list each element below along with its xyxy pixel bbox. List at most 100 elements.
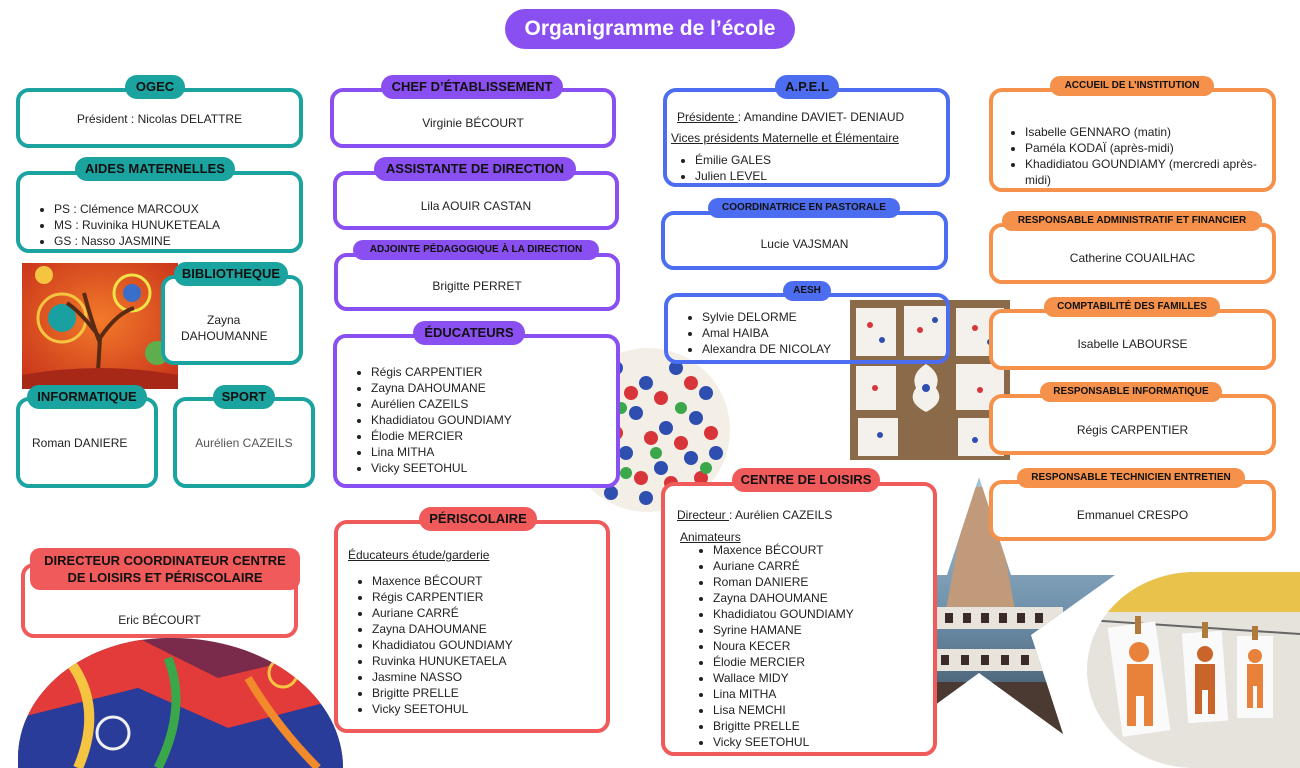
bibliotheque-header: BIBLIOTHEQUE bbox=[174, 262, 288, 286]
adjointe-pedagogique-name: Brigitte PERRET bbox=[432, 279, 522, 293]
periscolaire-list: Maxence BÉCOURT Régis CARPENTIER Auriane… bbox=[338, 573, 606, 717]
list-item: Amal HAIBA bbox=[702, 325, 946, 341]
list-item: Régis CARPENTIER bbox=[371, 364, 616, 380]
list-item: Noura KECER bbox=[713, 638, 933, 654]
adjointe-pedagogique-header: ADJOINTE PÉDAGOGIQUE À LA DIRECTION bbox=[353, 240, 599, 260]
list-item: MS : Ruvinika HUNUKETEALA bbox=[54, 217, 299, 233]
list-item: PS : Clémence MARCOUX bbox=[54, 201, 299, 217]
resp-admin-name: Catherine COUAILHAC bbox=[1069, 251, 1196, 265]
informatique-header: INFORMATIQUE bbox=[27, 385, 147, 409]
aides-maternelles-header: AIDES MATERNELLES bbox=[75, 157, 235, 181]
adjointe-pedagogique-box: Brigitte PERRET bbox=[334, 253, 620, 311]
coordinatrice-box: Lucie VAJSMAN bbox=[661, 211, 948, 270]
resp-admin-box: Catherine COUAILHAC bbox=[989, 223, 1276, 284]
page-title: Organigramme de l’école bbox=[505, 9, 795, 49]
list-item: Vicky SEETOHUL bbox=[371, 460, 616, 476]
coordinatrice-name: Lucie VAJSMAN bbox=[760, 237, 849, 251]
list-item: Zayna DAHOUMANE bbox=[372, 621, 606, 637]
list-item: Auriane CARRÉ bbox=[713, 558, 933, 574]
apel-vices-label: Vices présidents Maternelle et Élémentai… bbox=[671, 131, 899, 145]
chef-etablissement-name: Virginie BÉCOURT bbox=[422, 116, 524, 130]
centre-animateurs-list: Maxence BÉCOURT Auriane CARRÉ Roman DANI… bbox=[665, 542, 933, 750]
list-item: Lina MITHA bbox=[713, 686, 933, 702]
centre-loisirs-header: CENTRE DE LOISIRS bbox=[732, 468, 880, 492]
list-item: Émilie GALES bbox=[695, 152, 946, 168]
informatique-box: Roman DANIERE bbox=[16, 397, 158, 488]
apel-presidente-label: Présidente bbox=[677, 110, 738, 124]
directeur-centre-header-line1: DIRECTEUR COORDINATEUR CENTRE bbox=[44, 553, 286, 568]
aesh-header: AESH bbox=[783, 281, 831, 301]
list-item: Khadidiatou GOUNDIAMY (mercredi après-mi… bbox=[1025, 156, 1258, 188]
list-item: Wallace MIDY bbox=[713, 670, 933, 686]
list-item: Khadidiatou GOUNDIAMY bbox=[713, 606, 933, 622]
directeur-centre-name: Eric BÉCOURT bbox=[118, 613, 201, 627]
list-item: Maxence BÉCOURT bbox=[372, 573, 606, 589]
list-item: Zayna DAHOUMANE bbox=[713, 590, 933, 606]
apel-vices-list: Émilie GALES Julien LEVEL bbox=[667, 152, 946, 184]
list-item: Alexandra DE NICOLAY bbox=[702, 341, 946, 357]
periscolaire-box: Éducateurs étude/garderie Maxence BÉCOUR… bbox=[334, 520, 610, 733]
resp-tech-header: RESPONSABLE TECHNICIEN ENTRETIEN bbox=[1017, 468, 1245, 488]
list-item: Aurélien CAZEILS bbox=[371, 396, 616, 412]
resp-tech-box: Emmanuel CRESPO bbox=[989, 480, 1276, 541]
list-item: GS : Nasso JASMINE bbox=[54, 233, 299, 249]
list-item: Sylvie DELORME bbox=[702, 309, 946, 325]
list-item: Khadidiatou GOUNDIAMY bbox=[371, 412, 616, 428]
informatique-name: Roman DANIERE bbox=[32, 436, 128, 450]
apel-box: Présidente : Amandine DAVIET- DENIAUD Vi… bbox=[663, 88, 950, 187]
list-item: Syrine HAMANE bbox=[713, 622, 933, 638]
centre-animateurs-label: Animateurs bbox=[680, 530, 741, 544]
resp-tech-name: Emmanuel CRESPO bbox=[1076, 508, 1189, 522]
chef-etablissement-header: CHEF D’ÉTABLISSEMENT bbox=[381, 75, 563, 99]
centre-directeur: Directeur : Aurélien CAZEILS bbox=[677, 508, 933, 522]
ogec-president: Président : Nicolas DELATTRE bbox=[76, 112, 243, 126]
list-item: Lisa NEMCHI bbox=[713, 702, 933, 718]
list-item: Khadidiatou GOUNDIAMY bbox=[372, 637, 606, 653]
list-item: Vicky SEETOHUL bbox=[713, 734, 933, 750]
list-item: Auriane CARRÉ bbox=[372, 605, 606, 621]
accueil-header: ACCUEIL DE L’INSTITUTION bbox=[1050, 76, 1214, 96]
resp-info-box: Régis CARPENTIER bbox=[989, 394, 1276, 455]
list-item: Lina MITHA bbox=[371, 444, 616, 460]
accueil-list: Isabelle GENNARO (matin) Paméla KODAÏ (a… bbox=[993, 124, 1272, 188]
ogec-header: OGEC bbox=[125, 75, 185, 99]
list-item: Roman DANIERE bbox=[713, 574, 933, 590]
compta-box: Isabelle LABOURSE bbox=[989, 309, 1276, 370]
resp-info-name: Régis CARPENTIER bbox=[1076, 423, 1189, 437]
aides-maternelles-box: PS : Clémence MARCOUX MS : Ruvinika HUNU… bbox=[16, 171, 303, 253]
coordinatrice-header: COORDINATRICE EN PASTORALE bbox=[708, 198, 900, 218]
periscolaire-subtitle: Éducateurs étude/garderie bbox=[348, 548, 490, 562]
centre-directeur-label: Directeur bbox=[677, 508, 730, 522]
aesh-list: Sylvie DELORME Amal HAIBA Alexandra DE N… bbox=[668, 309, 946, 357]
resp-info-header: RESPONSABLE INFORMATIQUE bbox=[1040, 382, 1222, 402]
list-item: Élodie MERCIER bbox=[713, 654, 933, 670]
bibliotheque-line1: Zayna bbox=[207, 313, 241, 327]
puppets-artwork-image bbox=[1087, 572, 1300, 768]
bibliotheque-line2: DAHOUMANNE bbox=[181, 329, 268, 343]
sport-header: SPORT bbox=[213, 385, 275, 409]
sport-name: Aurélien CAZEILS bbox=[195, 436, 293, 450]
centre-loisirs-box: Directeur : Aurélien CAZEILS Animateurs … bbox=[661, 482, 937, 756]
apel-header: A.P.E.L bbox=[775, 75, 839, 99]
compta-name: Isabelle LABOURSE bbox=[1077, 337, 1188, 351]
apel-presidente: Présidente : Amandine DAVIET- DENIAUD bbox=[677, 110, 946, 124]
mosaic-artwork-image bbox=[18, 638, 343, 768]
educateurs-list: Régis CARPENTIER Zayna DAHOUMANE Aurélie… bbox=[337, 364, 616, 476]
aesh-box: Sylvie DELORME Amal HAIBA Alexandra DE N… bbox=[664, 293, 950, 364]
assistante-direction-name: Lila AOUIR CASTAN bbox=[420, 199, 532, 213]
resp-admin-header: RESPONSABLE ADMINISTRATIF ET FINANCIER bbox=[1002, 211, 1262, 231]
list-item: Julien LEVEL bbox=[695, 168, 946, 184]
bibliotheque-box: Zayna DAHOUMANNE bbox=[161, 275, 303, 365]
accueil-box: Isabelle GENNARO (matin) Paméla KODAÏ (a… bbox=[989, 88, 1276, 192]
sport-box: Aurélien CAZEILS bbox=[173, 397, 315, 488]
list-item: Paméla KODAÏ (après-midi) bbox=[1025, 140, 1258, 156]
list-item: Ruvinka HUNUKETAELA bbox=[372, 653, 606, 669]
list-item: Brigitte PRELLE bbox=[372, 685, 606, 701]
list-item: Zayna DAHOUMANE bbox=[371, 380, 616, 396]
list-item: Jasmine NASSO bbox=[372, 669, 606, 685]
list-item: Isabelle GENNARO (matin) bbox=[1025, 124, 1258, 140]
centre-directeur-value: : Aurélien CAZEILS bbox=[729, 508, 833, 522]
list-item: Régis CARPENTIER bbox=[372, 589, 606, 605]
educateurs-header: ÉDUCATEURS bbox=[413, 321, 525, 345]
list-item: Vicky SEETOHUL bbox=[372, 701, 606, 717]
